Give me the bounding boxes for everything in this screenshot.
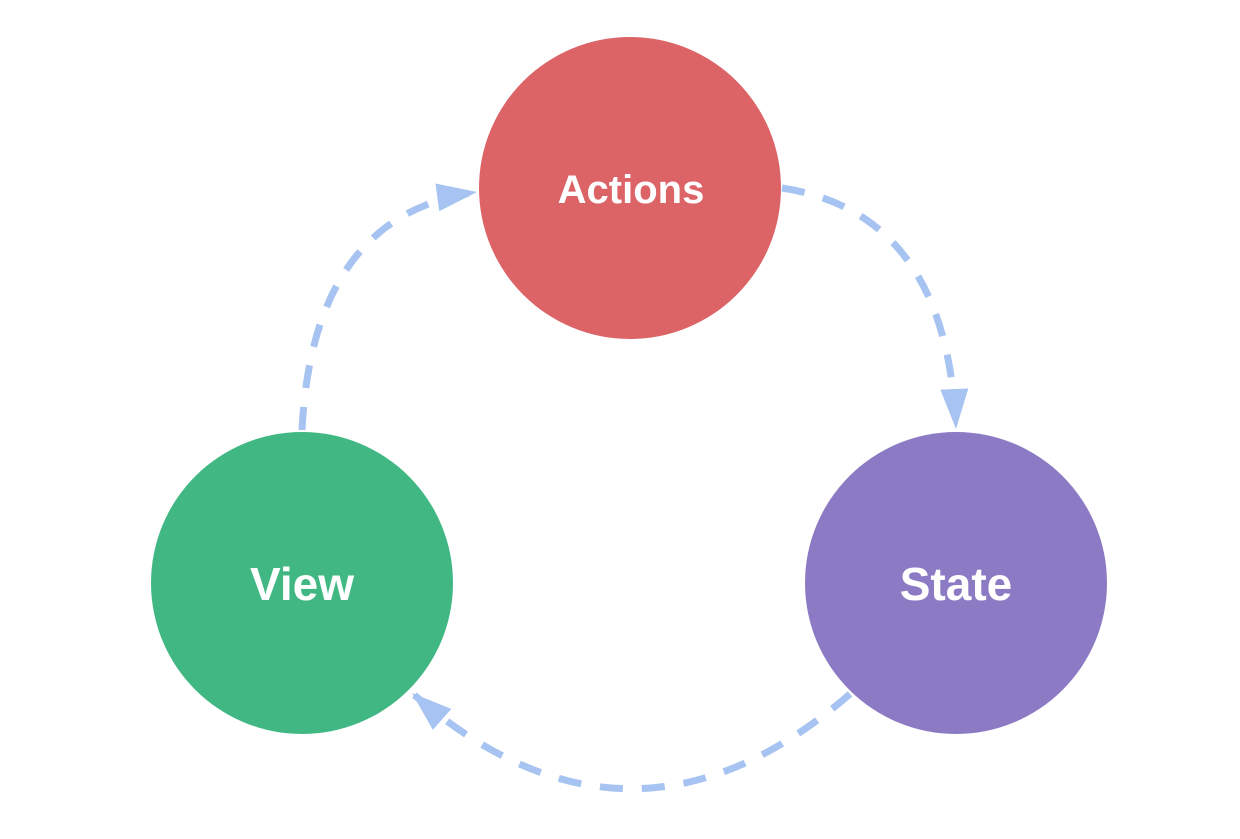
node-actions-label: Actions — [558, 168, 705, 212]
edge-view-to-actions — [298, 183, 478, 431]
node-view-label: View — [250, 558, 354, 610]
node-state-label: State — [900, 558, 1012, 610]
node-view-circle — [151, 432, 453, 734]
node-actions: Actions — [479, 37, 781, 339]
node-state: State — [805, 432, 1107, 734]
edge-state-to-view — [409, 690, 853, 793]
node-view: View — [151, 432, 453, 734]
node-state-circle — [805, 432, 1107, 734]
node-actions-circle — [479, 37, 781, 339]
edge-actions-to-state — [781, 184, 969, 430]
